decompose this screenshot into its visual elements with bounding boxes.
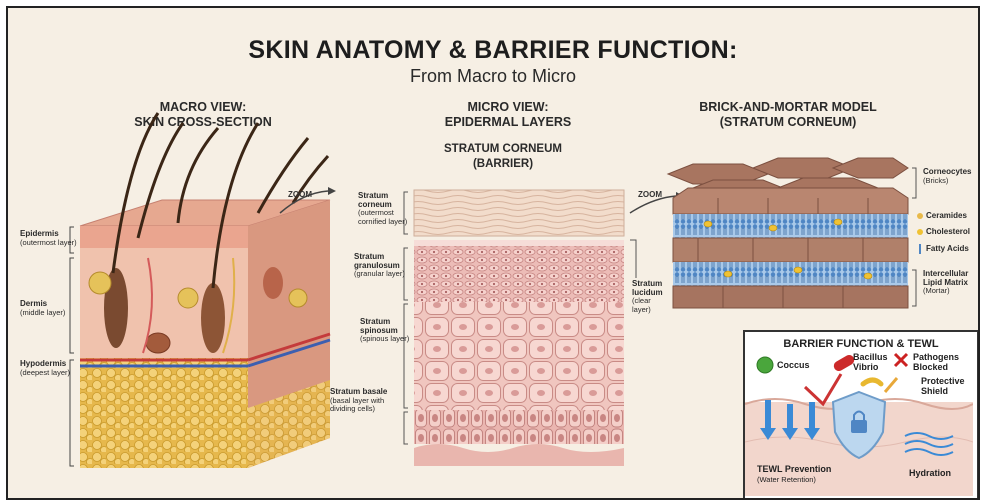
cholesterol-label: Cholesterol (926, 228, 970, 237)
stratum-lucidum-label: Stratum lucidum (clear layer) (632, 280, 663, 314)
epidermis-label: Epidermis(outermost layer) (20, 230, 77, 247)
brick-brackets (912, 168, 916, 306)
vibrio-icon (863, 380, 881, 384)
fatty-acids-label: Fatty Acids (926, 245, 969, 254)
brick-mortar-model (668, 158, 908, 308)
cholesterol-icon (917, 229, 923, 235)
pathogens-blocked-label: Pathogens Blocked (913, 352, 959, 372)
corneocytes-label: Corneocytes (Bricks) (923, 168, 971, 185)
hypodermis-layer (80, 358, 248, 468)
epidermis-micro (414, 190, 624, 466)
hydration-label: Hydration (909, 468, 951, 478)
coccus-label: Coccus (777, 360, 810, 370)
skin-block (80, 113, 330, 468)
diagram-frame: SKIN ANATOMY & BARRIER FUNCTION: From Ma… (6, 6, 980, 500)
lipid-matrix-label: Intercellular Lipid Matrix (Mortar) (923, 270, 968, 296)
stratum-granulosum-block (414, 246, 624, 302)
coccus-icon (757, 357, 773, 373)
epidermis-layer (80, 226, 248, 248)
stratum-basale-block (414, 410, 624, 444)
stratum-spinosum-block (414, 302, 624, 410)
lock-icon (851, 420, 867, 433)
ceramides-icon (917, 213, 923, 219)
hypodermis-label: Hypodermis(deepest layer) (20, 360, 70, 377)
zoom-label-2: ZOOM (638, 190, 662, 199)
fatty-acids-icon (919, 244, 921, 254)
protective-shield-label: Protective Shield (921, 376, 965, 396)
tewl-label: TEWL Prevention (Water Retention) (757, 464, 831, 485)
corneocyte-layer (673, 238, 908, 262)
blocked-x-icon (895, 354, 907, 366)
stratum-corneum-block (414, 190, 624, 236)
macro-brackets (70, 227, 74, 466)
stratum-granulosum-label: Stratum granulosum (granular layer) (354, 253, 405, 279)
water-arrows (760, 400, 820, 440)
ceramides-label: Ceramides (926, 212, 967, 221)
stratum-basale-label: Stratum basale (basal layer with dividin… (330, 388, 387, 414)
stratum-spinosum-label: Stratum spinosum (spinous layer) (360, 318, 409, 344)
stratum-lucidum-band (414, 240, 624, 246)
barrier-function-panel: BARRIER FUNCTION & TEWL (743, 330, 979, 500)
bacillus-label: Bacillus Vibrio (853, 352, 888, 372)
zoom-label-1: ZOOM (288, 190, 312, 199)
dermis-label: Dermis(middle layer) (20, 300, 65, 317)
stratum-corneum-label: Stratum corneum (outermost cornified lay… (358, 192, 407, 226)
